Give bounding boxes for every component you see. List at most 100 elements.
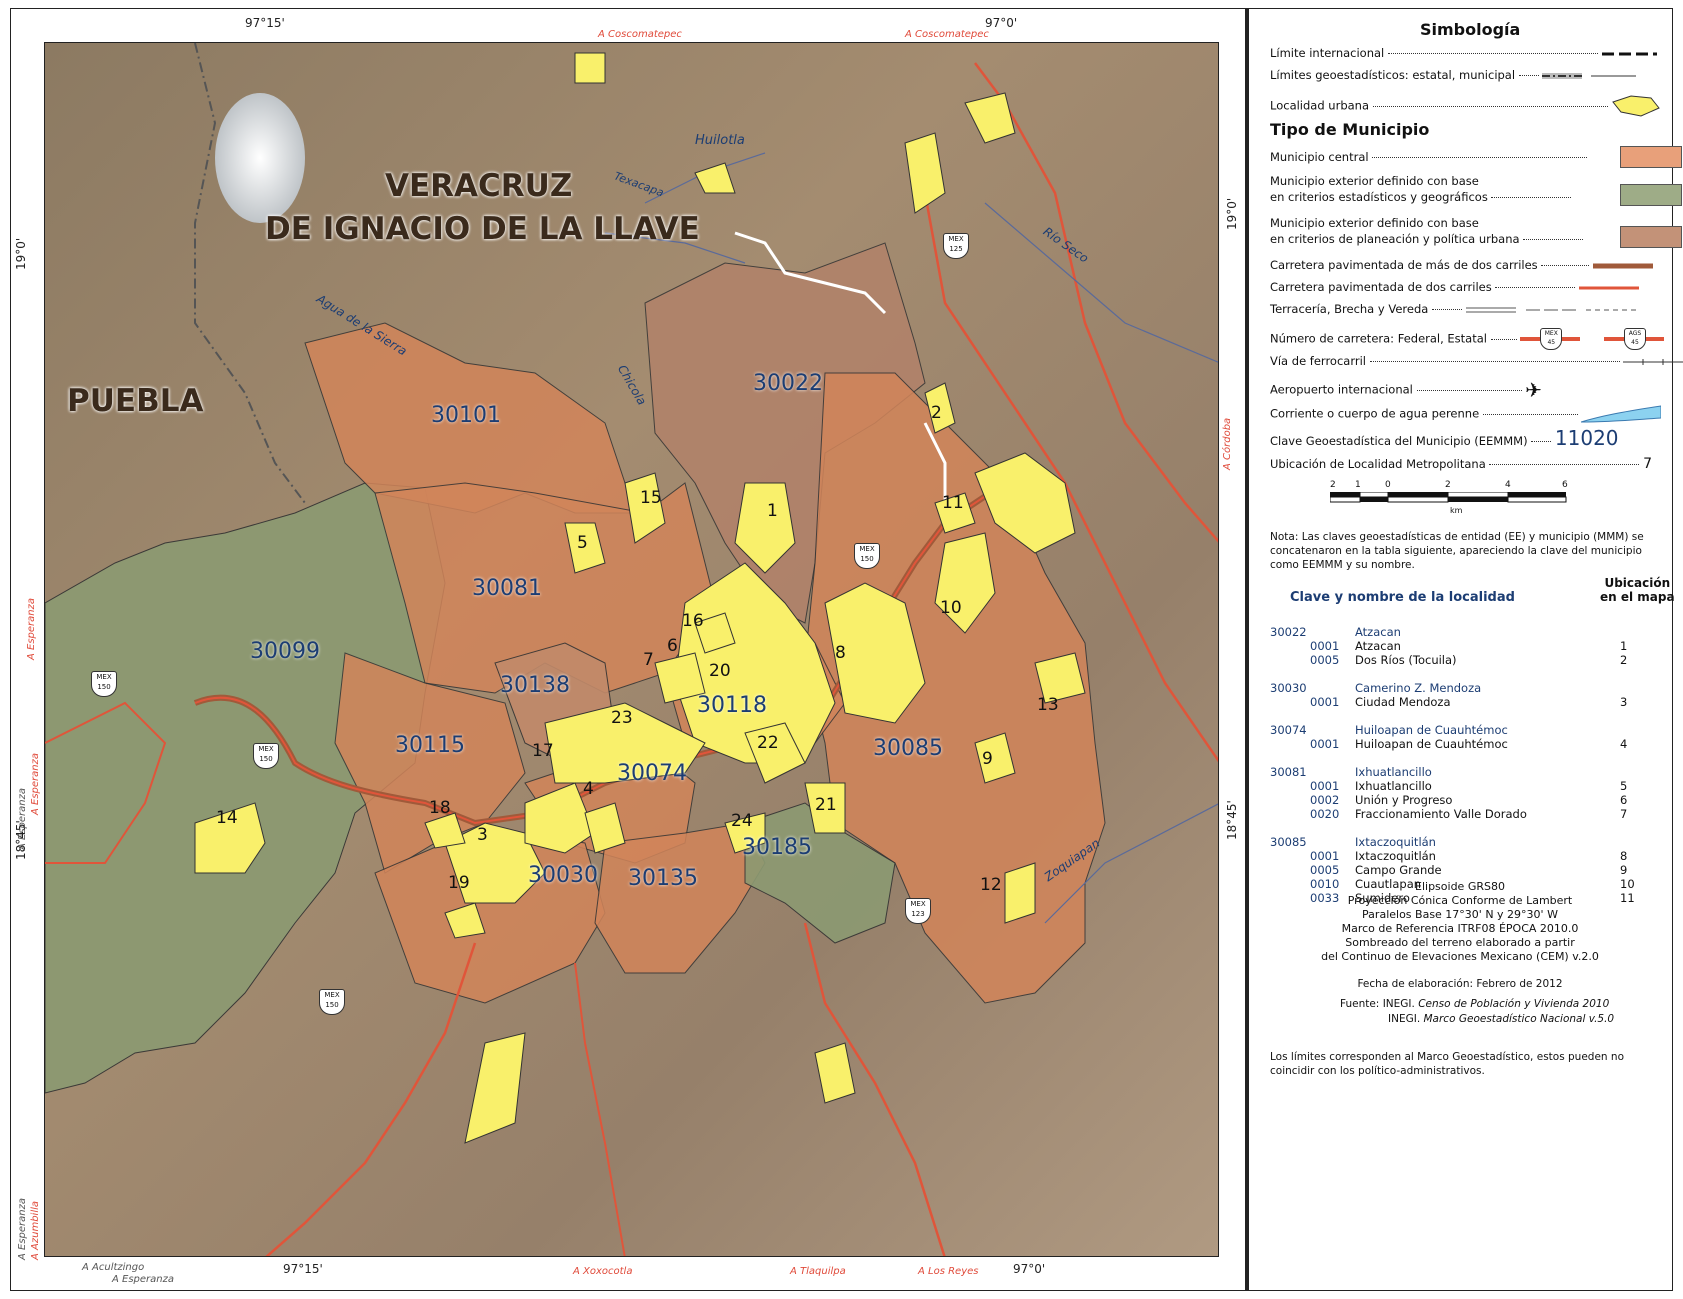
localidad-south-1[interactable] — [464, 1032, 526, 1144]
symbol-international-border — [1601, 52, 1657, 55]
localidad-16[interactable] — [694, 612, 736, 654]
localidad-north-4[interactable] — [694, 162, 736, 194]
river-texacapa — [604, 232, 746, 264]
coord-right-2: 18°45' — [1225, 800, 1239, 840]
localidad-21[interactable] — [804, 782, 846, 834]
localidad-10[interactable] — [934, 532, 996, 634]
municipio-code: 30030 — [1270, 681, 1307, 695]
scale-tick-1: 1 — [1355, 480, 1361, 490]
localidad-13[interactable] — [1034, 652, 1086, 704]
fuente-1: Fuente: INEGI. Censo de Población y Vivi… — [1340, 998, 1610, 1010]
legend-row-international: Límite internacional — [1270, 46, 1657, 60]
localidad-label-11: 11 — [942, 493, 964, 513]
localidad-12[interactable] — [1004, 862, 1036, 924]
localidad-map-location: 7 — [1620, 807, 1628, 821]
localidad-map-location: 8 — [1620, 849, 1628, 863]
scale-unit: km — [1450, 506, 1463, 515]
localidad-south-2[interactable] — [814, 1042, 856, 1104]
localidad-15[interactable] — [624, 472, 666, 544]
edge-top-coscomatepec-1: A Coscomatepec — [598, 29, 682, 40]
municipio-label-30074: 30074 — [617, 761, 687, 786]
localidad-19[interactable] — [444, 902, 486, 939]
swatch-exterior-estadistico — [1620, 184, 1682, 206]
edge-left-esperanza-2: A Esperanza — [30, 752, 41, 815]
edge-left-esperanza-4: A Esperanza — [17, 1197, 28, 1260]
localidad-label-22: 22 — [757, 733, 779, 753]
localidad-22[interactable] — [744, 722, 806, 784]
localidad-label-19: 19 — [448, 873, 470, 893]
map-canvas[interactable]: VERACRUZ DE IGNACIO DE LA LLAVE PUEBLA H… — [44, 42, 1219, 1257]
municipio-label-30135: 30135 — [628, 866, 698, 891]
localidad-north-3[interactable] — [574, 52, 606, 84]
proj-line-6: del Continuo de Elevaciones Mexicano (CE… — [1321, 950, 1599, 963]
localidad-6[interactable] — [654, 652, 706, 704]
localidad-north-1[interactable] — [904, 132, 946, 214]
municipio-code: 30085 — [1270, 835, 1307, 849]
localidad-24[interactable] — [724, 812, 766, 854]
river-rio-seco — [984, 202, 1218, 363]
localidad-5[interactable] — [564, 522, 606, 574]
coord-top-1: 97°15' — [245, 16, 285, 30]
road-white-2 — [923, 422, 947, 513]
road-mex-123 — [803, 922, 946, 1256]
edge-left-esperanza-1: A Esperanza — [26, 597, 37, 660]
localidad-17[interactable] — [524, 782, 596, 854]
legend-row-localidad-urbana: Localidad urbana — [1270, 94, 1661, 118]
localidad-4[interactable] — [584, 802, 626, 854]
localidad-map-location: 10 — [1620, 877, 1635, 891]
localidad-1[interactable] — [734, 482, 796, 574]
edge-top-coscomatepec-2: A Coscomatepec — [905, 29, 989, 40]
scale-bar: 2 1 0 2 4 6 km — [1330, 480, 1630, 520]
table-header-clave: Clave y nombre de la localidad — [1290, 590, 1515, 605]
localidad-cordoba-area[interactable] — [974, 452, 1076, 554]
river-label-huilotla: Huilotla — [695, 133, 745, 148]
localidad-3[interactable] — [444, 822, 546, 904]
localidad-23[interactable] — [544, 702, 706, 784]
localidad-label-4: 4 — [583, 779, 594, 799]
edge-bottom-esperanza: A Esperanza — [112, 1274, 175, 1285]
municipio-30135[interactable] — [594, 822, 766, 974]
edge-bottom-acultzingo: A Acultzingo — [82, 1262, 145, 1273]
edge-right-cordoba: A Córdoba — [1222, 417, 1233, 470]
localidad-18[interactable] — [424, 812, 466, 849]
localidad-map-location: 5 — [1620, 779, 1628, 793]
localidad-name: Ixhuatlancillo — [1355, 779, 1432, 793]
municipio-label-30115: 30115 — [395, 733, 465, 758]
localidad-label-10: 10 — [940, 598, 962, 618]
localidad-north-2[interactable] — [964, 92, 1016, 144]
municipio-name: Huiloapan de Cuauhtémoc — [1355, 723, 1508, 737]
localidad-2[interactable] — [924, 382, 956, 434]
localidad-code: 0001 — [1310, 737, 1340, 751]
municipio-code: 30074 — [1270, 723, 1307, 737]
coord-bottom-2: 97°0' — [1013, 1262, 1046, 1276]
localidad-label-3: 3 — [477, 825, 488, 845]
municipio-30099[interactable] — [45, 482, 446, 1094]
legend-ubicacion-example: 7 — [1643, 456, 1652, 472]
river-zoquiapan — [1044, 803, 1218, 924]
legend-tipo-title: Tipo de Municipio — [1270, 120, 1430, 139]
coord-left-1: 19°0' — [14, 237, 28, 270]
coord-top-2: 97°0' — [985, 16, 1018, 30]
localidad-8[interactable] — [824, 582, 926, 724]
localidad-11[interactable] — [934, 492, 976, 534]
panel-divider — [1245, 8, 1249, 1291]
projection-info: Elipsoide GRS80 Proyección Cónica Confor… — [1270, 880, 1650, 964]
localidad-code: 0005 — [1310, 653, 1340, 667]
localidad-code: 0002 — [1310, 793, 1340, 807]
legend-row-central: Municipio central — [1270, 150, 1588, 164]
localidad-code: 0010 — [1310, 877, 1340, 891]
localidad-9[interactable] — [974, 732, 1016, 784]
state-label-llave: DE IGNACIO DE LA LLAVE — [265, 211, 700, 247]
localidad-20[interactable] — [674, 562, 836, 764]
localidad-14[interactable] — [194, 802, 266, 874]
localidad-map-location: 9 — [1620, 863, 1628, 877]
map-svg — [45, 43, 1218, 1256]
